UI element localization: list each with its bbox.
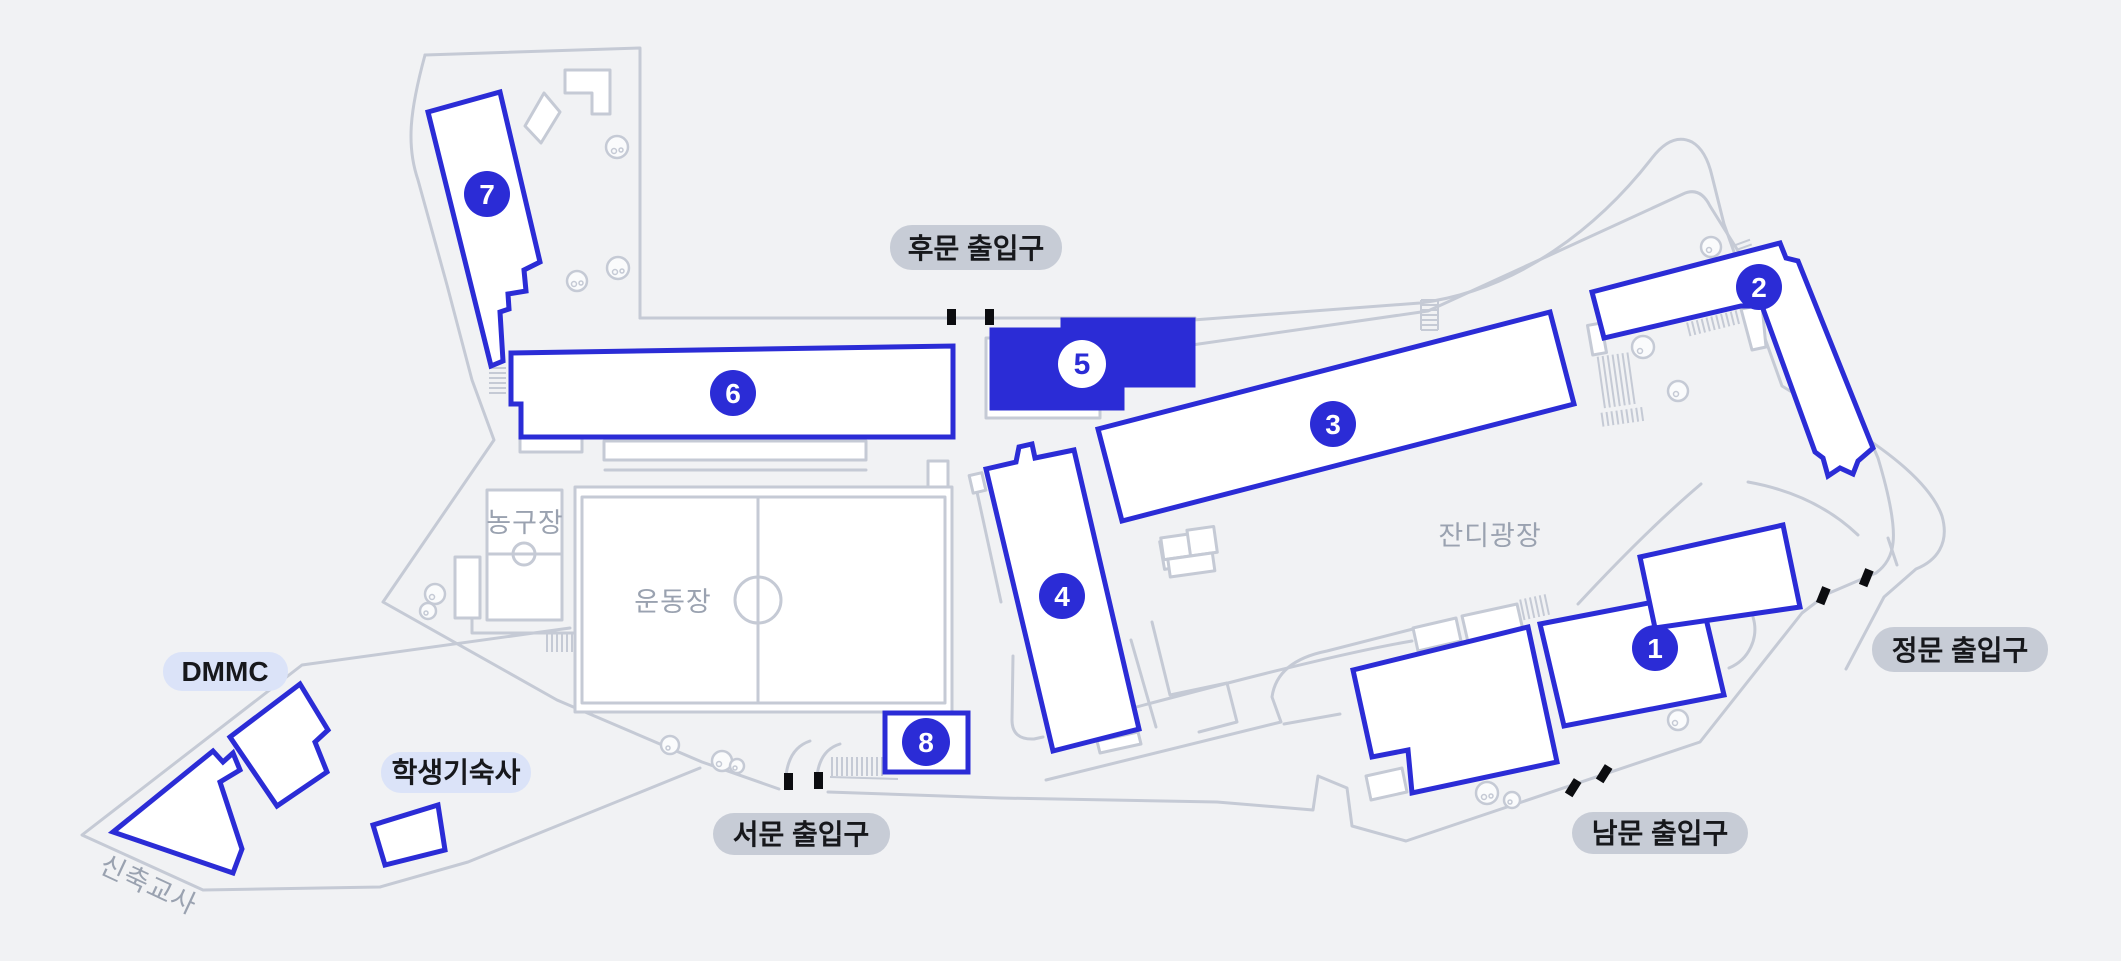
area-pill-labels: DMMC 학생기숙사 — [163, 652, 531, 793]
tree-icon — [605, 255, 631, 281]
stairs-icon — [1420, 299, 1439, 331]
stairs-icon — [489, 367, 506, 394]
tree-icons — [418, 134, 1723, 810]
west-gate-tick — [814, 772, 823, 789]
west-gate-label: 서문 출입구 — [713, 813, 890, 855]
svg-text:8: 8 — [918, 727, 934, 758]
svg-text:6: 6 — [725, 378, 741, 409]
tree-icon — [1630, 334, 1656, 360]
stairs-icon — [546, 634, 573, 652]
dormitory-label: 학생기숙사 — [381, 752, 531, 793]
badge-building-4[interactable]: 4 — [1039, 573, 1085, 619]
tree-icon — [565, 269, 589, 293]
sports-field — [573, 485, 954, 714]
badge-building-1[interactable]: 1 — [1632, 625, 1678, 671]
lawn-plaza-label: 잔디광장 — [1438, 521, 1541, 551]
back-gate-tick — [985, 309, 994, 325]
svg-text:7: 7 — [479, 179, 495, 210]
tree-icon — [604, 134, 630, 160]
tree-icon — [728, 757, 746, 775]
sports-field-label: 운동장 — [634, 587, 712, 617]
basketball-court — [453, 488, 577, 635]
south-gate-label: 남문 출입구 — [1572, 812, 1748, 854]
dmmc-label: DMMC — [163, 652, 288, 691]
tree-icon — [423, 582, 447, 606]
tree-icon — [659, 734, 681, 756]
svg-text:5: 5 — [1074, 348, 1091, 381]
badge-building-3[interactable]: 3 — [1310, 401, 1356, 447]
building-badges: 7 6 5 3 2 4 1 8 — [464, 171, 1782, 766]
svg-text:학생기숙사: 학생기숙사 — [392, 757, 521, 788]
gate-ticks — [784, 309, 1874, 798]
tree-icon — [1474, 780, 1500, 806]
west-gate-tick — [784, 773, 793, 790]
badge-building-6[interactable]: 6 — [710, 370, 756, 416]
svg-text:3: 3 — [1325, 409, 1341, 440]
badge-building-5[interactable]: 5 — [1058, 340, 1106, 388]
back-gate-label: 후문 출입구 — [890, 225, 1062, 270]
svg-text:정문 출입구: 정문 출입구 — [1892, 635, 2029, 666]
main-gate-tick — [1815, 586, 1831, 606]
svg-text:후문 출입구: 후문 출입구 — [908, 233, 1045, 264]
main-gate-label: 정문 출입구 — [1872, 627, 2048, 672]
building-1-west-wing[interactable] — [1350, 623, 1560, 797]
basketball-court-label: 농구장 — [486, 508, 564, 538]
gate-labels: 후문 출입구 정문 출입구 남문 출입구 서문 출입구 — [713, 225, 2048, 855]
badge-building-8[interactable]: 8 — [902, 718, 950, 766]
tree-icon — [418, 601, 438, 621]
main-gate-tick — [1858, 568, 1874, 588]
south-gate-tick — [1595, 764, 1613, 784]
tree-icon — [1699, 235, 1723, 259]
campus-boundary — [80, 46, 1946, 892]
building-7[interactable] — [424, 88, 543, 370]
svg-text:4: 4 — [1054, 581, 1070, 612]
stairs-icon — [829, 757, 899, 780]
stairs-hatches — [489, 238, 1759, 780]
tree-icon — [1666, 708, 1690, 732]
stairs-icon — [1596, 352, 1645, 427]
dmmc-building-east[interactable] — [226, 680, 332, 810]
stairs-icon — [1686, 310, 1740, 337]
svg-text:남문 출입구: 남문 출입구 — [1592, 818, 1729, 849]
tree-icon — [1502, 790, 1522, 810]
badge-building-2[interactable]: 2 — [1736, 264, 1782, 310]
svg-text:DMMC: DMMC — [181, 656, 268, 687]
dmmc-building-west[interactable] — [107, 747, 245, 877]
badge-building-7[interactable]: 7 — [464, 171, 510, 217]
south-gate-tick — [1564, 778, 1582, 798]
back-gate-tick — [947, 309, 956, 325]
dormitory-building[interactable] — [369, 801, 448, 869]
svg-text:1: 1 — [1647, 633, 1663, 664]
tree-icon — [1666, 379, 1690, 403]
hut-structure — [1159, 524, 1219, 579]
stairs-icon — [1519, 594, 1550, 621]
svg-text:서문 출입구: 서문 출입구 — [733, 819, 870, 850]
svg-text:2: 2 — [1751, 272, 1767, 303]
building-1-north-wing[interactable] — [1637, 522, 1803, 631]
